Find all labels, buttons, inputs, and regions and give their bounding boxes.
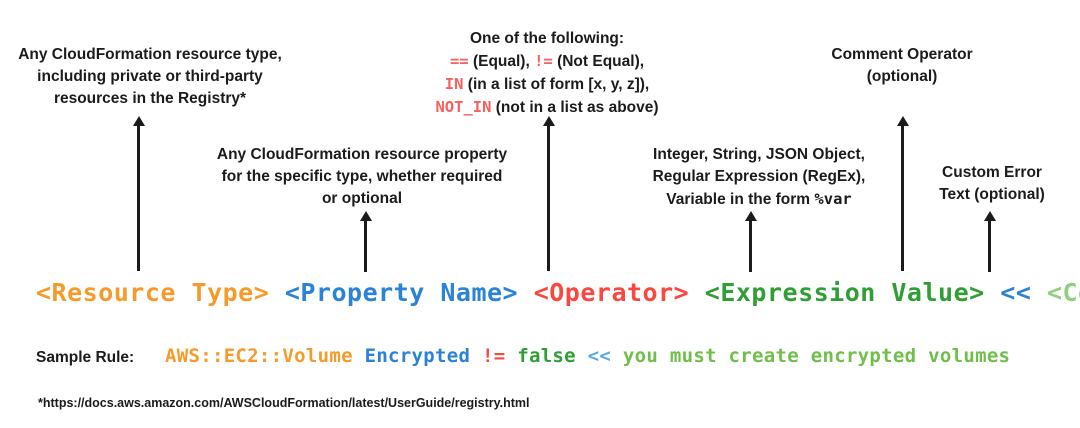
callout-resource-type: Any CloudFormation resource type, includ… [0,44,300,110]
callout-operator-row-1: == (Equal), != (Not Equal), [392,50,702,73]
operator-desc-equal: (Equal), [472,53,530,70]
callout-custom-error-line-1: Custom Error [942,164,1042,181]
syntax-comment-operator: << [1000,278,1032,307]
syntax-operator: <Operator> [533,278,690,307]
rule-syntax-line: <Resource Type> <Property Name> <Operato… [36,278,1080,307]
sample-resource-type: AWS::EC2::Volume [165,345,353,367]
callout-comment-operator-line-2: (optional) [866,68,938,85]
callout-resource-type-line-3: resources in the Registry* [53,90,247,107]
operator-desc-not-equal: (Not Equal), [557,53,645,70]
callout-property-name: Any CloudFormation resource property for… [212,144,512,210]
callout-resource-type-line-2: including private or third-party [37,68,263,85]
operator-token-not-in: NOT_IN [435,98,492,116]
sample-rule-label: Sample Rule: [36,349,135,366]
syntax-comment: <Comment> [1046,278,1080,307]
callout-resource-type-line-1: Any CloudFormation resource type, [18,46,282,63]
callout-comment-operator: Comment Operator (optional) [802,44,1002,88]
callout-comment-operator-line-1: Comment Operator [831,46,973,63]
expression-value-variable-prefix: Variable in the form [666,191,815,208]
callout-operator: One of the following: == (Equal), != (No… [392,28,702,119]
sample-rule-code: AWS::EC2::Volume Encrypted != false << y… [165,345,1010,367]
callout-expression-value-line-1: Integer, String, JSON Object, [653,146,865,163]
callout-operator-heading: One of the following: [469,30,625,47]
callout-property-name-line-3: or optional [321,190,403,207]
callout-operator-row-2: IN (in a list of form [x, y, z]), [392,73,702,96]
callout-expression-value-line-2: Regular Expression (RegEx), [652,168,866,185]
arrow-to-resource-type [137,124,140,271]
operator-token-in: IN [444,75,464,93]
callout-custom-error-line-2: Text (optional) [939,186,1045,203]
arrow-to-property-name [364,219,367,272]
callout-operator-row-3: NOT_IN (not in a list as above) [392,96,702,119]
callout-custom-error-text: Custom Error Text (optional) [912,162,1072,206]
sample-operator: != [481,345,506,367]
operator-token-equal: == [449,52,469,70]
callout-property-name-line-1: Any CloudFormation resource property [216,146,508,163]
syntax-expression-value: <Expression Value> [704,278,985,307]
arrow-to-expression-value [749,219,752,272]
callout-expression-value-line-3: Variable in the form %var [630,188,888,211]
sample-comment: you must create encrypted volumes [622,345,1011,367]
arrow-to-operator [547,124,550,271]
arrow-to-comment [988,219,991,272]
operator-token-not-equal: != [534,52,553,70]
operator-desc-in: (in a list of form [x, y, z]), [467,76,650,93]
operator-desc-not-in: (not in a list as above) [495,99,659,116]
sample-property-name: Encrypted [364,345,471,367]
sample-value: false [517,345,576,367]
sample-rule-row: Sample Rule: AWS::EC2::Volume Encrypted … [36,345,1010,367]
expression-value-variable-token: %var [814,190,852,208]
syntax-property-name: <Property Name> [284,278,519,307]
callout-property-name-line-2: for the specific type, whether required [221,168,503,185]
arrow-to-comment-operator [901,124,904,271]
syntax-resource-type: <Resource Type> [36,278,270,307]
footnote-registry-url: *https://docs.aws.amazon.com/AWSCloudFor… [38,396,530,410]
sample-comment-operator: << [587,345,612,367]
callout-expression-value: Integer, String, JSON Object, Regular Ex… [630,144,888,211]
